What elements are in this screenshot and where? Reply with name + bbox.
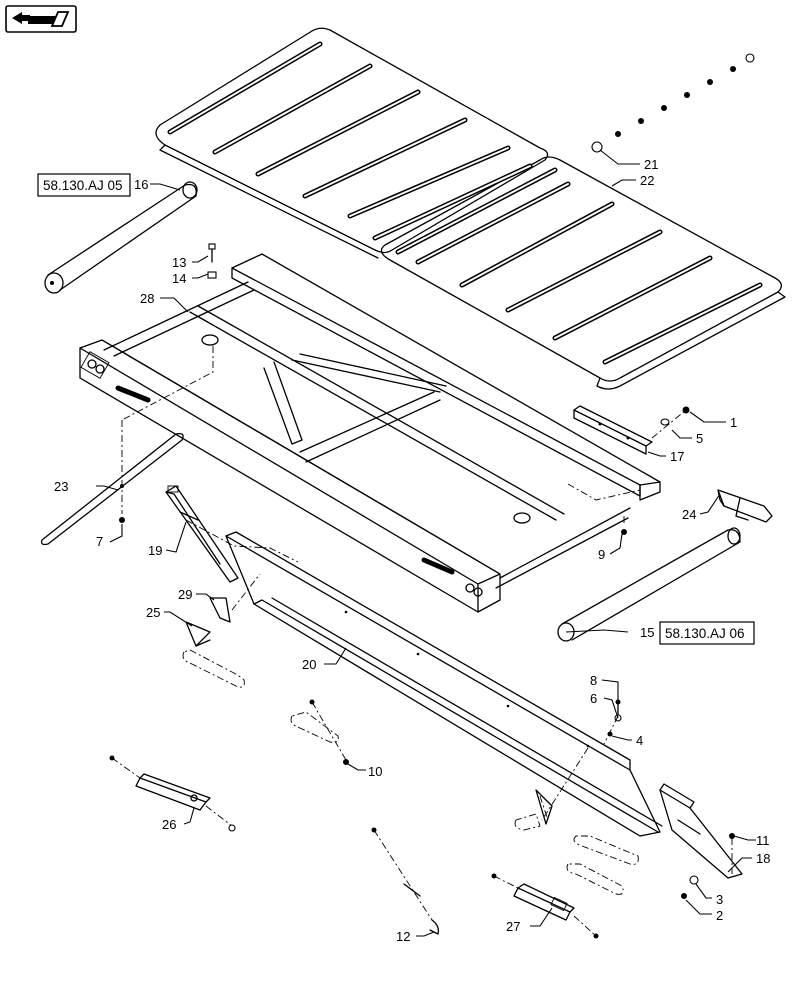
block-27 (513, 883, 575, 921)
callout-28: 28 (140, 291, 154, 306)
floor-panels (155, 27, 786, 390)
callout-8: 8 (590, 673, 597, 688)
callout-4: 4 (636, 733, 643, 748)
callout-16: 16 (134, 177, 148, 192)
callout-21: 21 (644, 157, 658, 172)
callout-7: 7 (96, 534, 103, 549)
callout-22: 22 (640, 173, 654, 188)
side-plate-19 (165, 485, 239, 583)
deflector-20 (225, 531, 663, 837)
chain-loop-e (566, 863, 624, 895)
callout-1: 1 (730, 415, 737, 430)
chain-loop-d (573, 835, 639, 865)
callout-23: 23 (54, 479, 68, 494)
callout-11: 11 (756, 833, 770, 848)
callout-6: 6 (590, 691, 597, 706)
washer-5 (660, 418, 670, 426)
callout-27: 27 (506, 919, 520, 934)
callout-14: 14 (172, 271, 186, 286)
nav-arrow-icon[interactable] (5, 5, 77, 33)
leader-lines (96, 149, 756, 937)
nut-14 (207, 271, 217, 279)
callout-10: 10 (368, 764, 382, 779)
floor-slats-left (167, 41, 533, 241)
washer-3 (689, 875, 699, 885)
callout-20: 20 (302, 657, 316, 672)
callout-17: 17 (670, 449, 684, 464)
ref-box-16[interactable]: 58.130.AJ 05 (37, 173, 131, 197)
bolt-13 (208, 243, 216, 263)
bar-26 (135, 773, 211, 811)
chain-loop-b (290, 711, 339, 743)
hinge-bracket (717, 489, 773, 523)
chain-loop-a (182, 649, 245, 688)
callout-5: 5 (696, 431, 703, 446)
bracket-18 (659, 783, 743, 879)
chain-shaft (591, 53, 755, 153)
callout-2: 2 (716, 908, 723, 923)
upper-roller (44, 181, 198, 294)
callout-29: 29 (178, 587, 192, 602)
clip-29 (209, 597, 231, 623)
callout-18: 18 (756, 851, 770, 866)
callout-3: 3 (716, 892, 723, 907)
floor-slats-right (395, 167, 763, 365)
ref-box-15[interactable]: 58.130.AJ 06 (659, 621, 755, 645)
chain-loop-c (514, 813, 541, 831)
bolt-9 (621, 529, 627, 535)
callout-19: 19 (148, 543, 162, 558)
callout-9: 9 (598, 547, 605, 562)
bolt-8 (615, 699, 621, 717)
callout-labels: 1 2 3 4 5 6 7 8 9 10 11 12 13 14 15 16 1… (54, 157, 770, 944)
callout-25: 25 (146, 605, 160, 620)
main-frame (79, 253, 661, 613)
rod-12 (403, 883, 440, 935)
callout-15: 15 (640, 625, 654, 640)
callout-24: 24 (682, 507, 696, 522)
clip-25 (185, 621, 211, 647)
nut-2 (681, 893, 687, 899)
ref-label-15: 58.130.AJ 06 (665, 626, 745, 641)
ref-label-16: 58.130.AJ 05 (43, 178, 123, 193)
guide-rail (573, 405, 653, 455)
support-arm (40, 432, 184, 546)
callout-26: 26 (162, 817, 176, 832)
callout-12: 12 (396, 929, 410, 944)
callout-13: 13 (172, 255, 186, 270)
